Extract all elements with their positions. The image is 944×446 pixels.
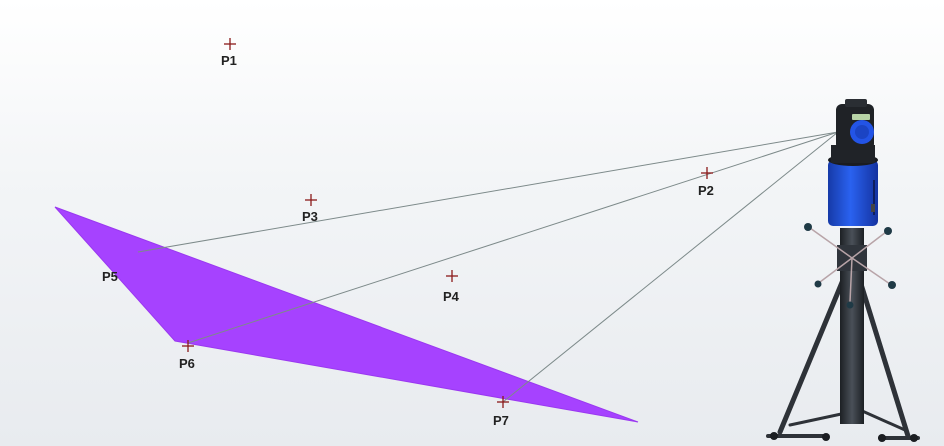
crosshair-icon[interactable] — [182, 340, 194, 352]
sight-line-p6 — [187, 131, 839, 344]
sight-line-p7 — [502, 131, 839, 403]
point-label-p4: P4 — [443, 289, 459, 304]
laser-tracker-icon[interactable] — [766, 99, 920, 442]
point-label-p5: P5 — [102, 269, 118, 284]
reflector-balls — [804, 223, 896, 309]
point-label-p3: P3 — [302, 209, 318, 224]
point-label-p6: P6 — [179, 356, 195, 371]
point-label-p2: P2 — [698, 183, 714, 198]
tracker-body — [828, 160, 878, 226]
crosshair-icon[interactable] — [224, 38, 236, 50]
crosshair-icon[interactable] — [446, 270, 458, 282]
tripod-feet — [770, 432, 918, 442]
point-label-p1: P1 — [221, 53, 237, 68]
crosshair-icon[interactable] — [497, 396, 509, 408]
measurement-plane[interactable] — [54, 206, 639, 423]
sight-lines — [137, 131, 839, 403]
point-markers — [182, 38, 713, 408]
point-label-p7: P7 — [493, 413, 509, 428]
crosshair-icon[interactable] — [701, 167, 713, 179]
crosshair-icon[interactable] — [305, 194, 317, 206]
sight-line-p5 — [137, 131, 839, 253]
reflector-arms — [809, 227, 891, 303]
